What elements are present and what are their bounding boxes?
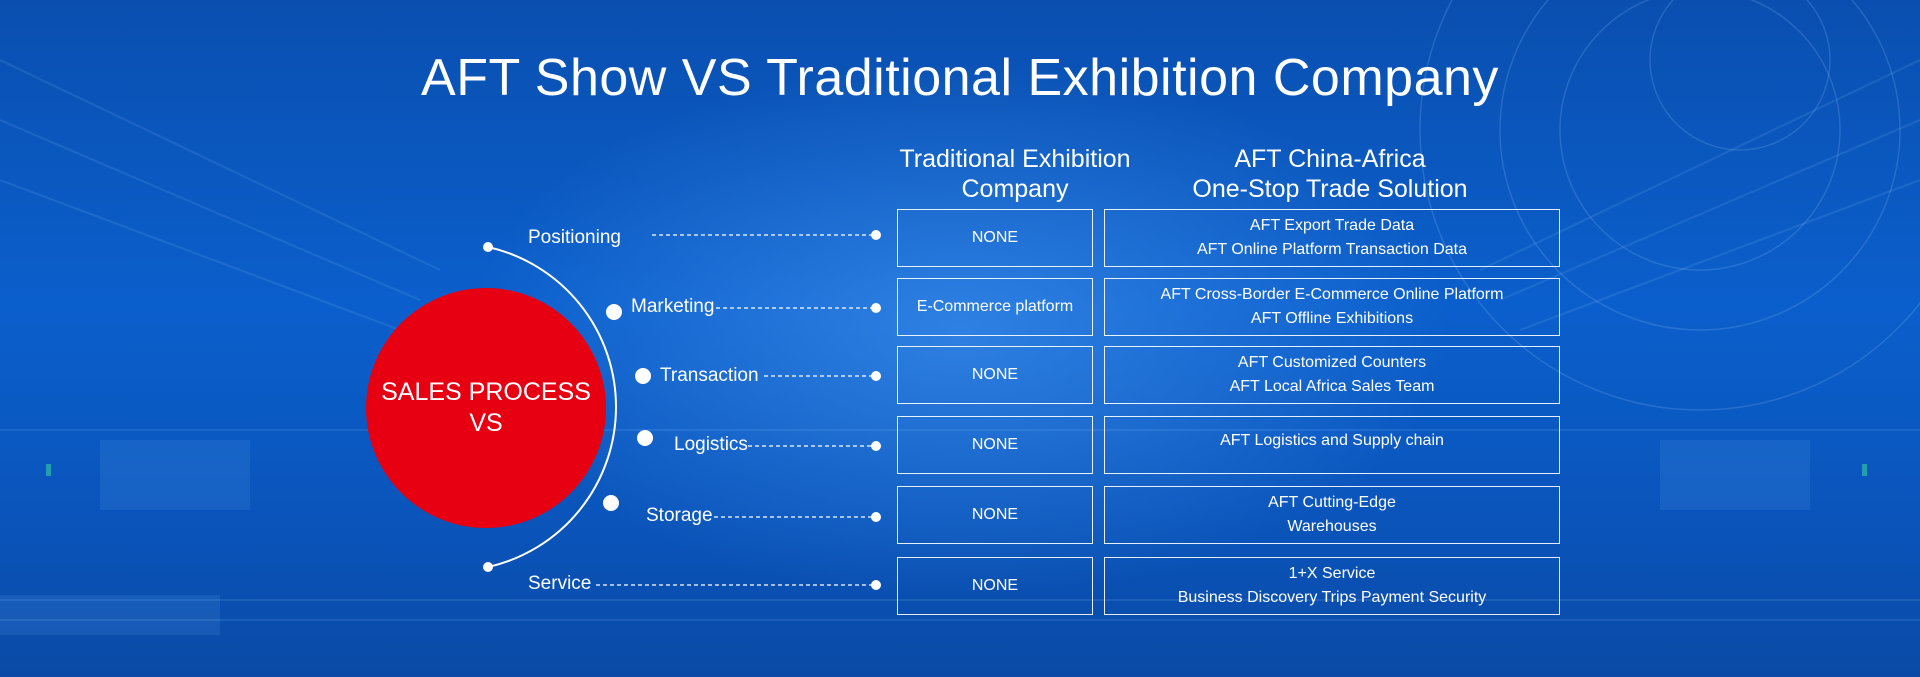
circle-line2: VS	[469, 409, 503, 437]
traditional-text: E-Commerce platform	[916, 298, 1074, 315]
aft-box-positioning: AFT Export Trade Data AFT Online Platfor…	[1104, 209, 1560, 267]
aft-text-line1: AFT Customized Counters	[1237, 354, 1427, 371]
column-header-traditional-line2: Company	[961, 175, 1069, 203]
traditional-box-marketing: E-Commerce platform	[897, 278, 1093, 336]
aft-text-line2: AFT Online Platform Transaction Data	[1196, 241, 1468, 258]
connector-end-dot-storage	[871, 512, 881, 522]
stage-dot-marketing	[606, 304, 622, 320]
stage-label-positioning: Positioning	[528, 227, 621, 248]
aft-box-storage: AFT Cutting-Edge Warehouses	[1104, 486, 1560, 544]
traditional-text: NONE	[971, 436, 1019, 453]
aft-text-line2: AFT Offline Exhibitions	[1250, 310, 1414, 327]
stage-dot-storage	[603, 495, 619, 511]
connector-end-dot-service	[871, 580, 881, 590]
aft-box-transaction: AFT Customized Counters AFT Local Africa…	[1104, 346, 1560, 404]
traditional-box-service: NONE	[897, 557, 1093, 615]
stage-dot-transaction	[635, 368, 651, 384]
arc-end-dot-bottom	[483, 562, 493, 572]
traditional-box-transaction: NONE	[897, 346, 1093, 404]
page-title: AFT Show VS Traditional Exhibition Compa…	[421, 49, 1499, 107]
column-header-aft-line1: AFT China-Africa	[1234, 145, 1426, 173]
traditional-text: NONE	[971, 577, 1019, 594]
aft-box-marketing: AFT Cross-Border E-Commerce Online Platf…	[1104, 278, 1560, 336]
connector-end-dot-logistics	[871, 441, 881, 451]
stage-label-service: Service	[528, 573, 592, 594]
aft-text-line1: 1+X Service	[1288, 565, 1376, 582]
aft-box-service: 1+X Service Business Discovery Trips Pay…	[1104, 557, 1560, 615]
aft-text-line1: AFT Logistics and Supply chain	[1220, 432, 1444, 449]
stage-label-marketing: Marketing	[631, 296, 715, 317]
process-arc	[487, 246, 617, 568]
column-header-aft-line2: One-Stop Trade Solution	[1192, 175, 1468, 203]
aft-text-line1: AFT Export Trade Data	[1249, 217, 1415, 234]
sales-process-circle: SALES PROCESS VS	[366, 288, 606, 528]
connector-end-dot-transaction	[871, 371, 881, 381]
aft-text-line2: Warehouses	[1287, 518, 1377, 535]
column-header-aft: AFT China-Africa One-Stop Trade Solution	[1180, 144, 1480, 204]
connector-end-dot-marketing	[871, 303, 881, 313]
stage-label-transaction: Transaction	[660, 365, 759, 386]
aft-text-line1: AFT Cross-Border E-Commerce Online Platf…	[1160, 286, 1504, 303]
connector-end-dot-positioning	[871, 230, 881, 240]
aft-text-line2: Business Discovery Trips Payment Securit…	[1177, 589, 1487, 606]
traditional-box-positioning: NONE	[897, 209, 1093, 267]
column-header-traditional-line1: Traditional Exhibition	[899, 145, 1131, 173]
stage-label-logistics: Logistics	[674, 434, 748, 455]
aft-text-line1: AFT Cutting-Edge	[1268, 494, 1396, 511]
stage-dot-logistics	[637, 430, 653, 446]
stage-label-storage: Storage	[646, 505, 713, 526]
traditional-text: NONE	[971, 229, 1019, 246]
column-header-traditional: Traditional Exhibition Company	[880, 144, 1150, 204]
traditional-text: NONE	[971, 366, 1019, 383]
aft-box-logistics: AFT Logistics and Supply chain	[1104, 416, 1560, 474]
traditional-box-logistics: NONE	[897, 416, 1093, 474]
aft-text-line2: AFT Local Africa Sales Team	[1229, 378, 1435, 395]
circle-line1: SALES PROCESS	[381, 378, 591, 406]
traditional-text: NONE	[971, 506, 1019, 523]
traditional-box-storage: NONE	[897, 486, 1093, 544]
arc-end-dot-top	[483, 242, 493, 252]
